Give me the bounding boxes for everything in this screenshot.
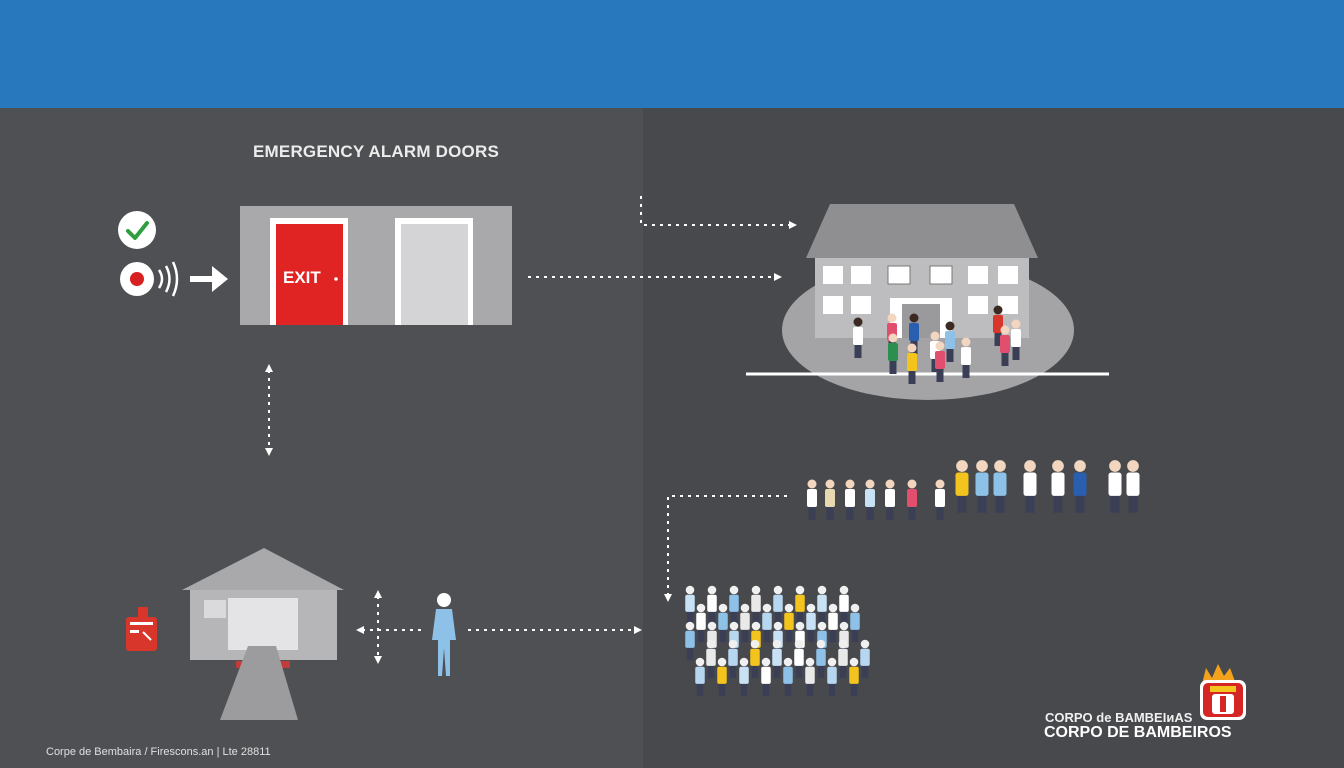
person-figure <box>783 657 793 697</box>
header-bar <box>0 0 1344 108</box>
person-figure <box>827 657 837 697</box>
person-figure <box>935 479 945 520</box>
fire-extinguisher-icon <box>126 607 157 651</box>
person-figure <box>706 639 716 679</box>
person-figure <box>718 603 728 643</box>
people-at-building <box>853 305 1021 384</box>
person-figure <box>717 657 727 697</box>
person-figure <box>1126 460 1140 513</box>
person-figure <box>1000 325 1010 366</box>
person-figure <box>794 639 804 679</box>
person-figure <box>945 321 955 362</box>
person-figure <box>695 657 705 697</box>
arrow-right-icon <box>190 266 228 292</box>
person-figure <box>993 305 1003 346</box>
person-figure <box>993 460 1007 513</box>
footer-credit: Corpe de Bembaira / Firescons.an | Lte 2… <box>46 746 271 758</box>
person-figure <box>907 343 917 384</box>
person-figure <box>955 460 969 513</box>
person-figure <box>772 639 782 679</box>
person-figure <box>685 585 695 625</box>
person-figure <box>907 479 917 520</box>
person-figure <box>839 585 849 625</box>
check-icon <box>118 211 156 249</box>
exit-door <box>276 224 343 325</box>
person-figure <box>739 657 749 697</box>
people-queue <box>807 460 1140 520</box>
assembly-building <box>746 204 1109 400</box>
person-figure <box>707 585 717 625</box>
person-figure <box>761 657 771 697</box>
person-figure <box>805 657 815 697</box>
alarm-door-panel <box>240 206 512 325</box>
brand-subtitle: CORPO de BAMBEIиAS <box>1045 710 1193 725</box>
person-figure <box>935 341 945 382</box>
regular-door <box>401 224 468 325</box>
person-figure <box>728 639 738 679</box>
person-figure <box>865 479 875 520</box>
person-figure <box>845 479 855 520</box>
person-figure <box>850 603 860 643</box>
person-figure <box>849 657 859 697</box>
person-figure <box>860 639 870 679</box>
person-figure <box>1073 460 1087 513</box>
person-figure <box>885 479 895 520</box>
person-figure <box>773 585 783 625</box>
person-figure <box>1108 460 1122 513</box>
brand-title: CORPO DE BAMBEIROS <box>1044 724 1232 741</box>
person-figure <box>817 585 827 625</box>
flow-connectors <box>265 196 797 664</box>
person-figure <box>838 639 848 679</box>
fire-brigade-emblem-icon <box>1200 664 1246 720</box>
person-figure <box>1051 460 1065 513</box>
person-figure <box>685 621 695 661</box>
people-crowd <box>685 585 870 697</box>
person-figure <box>825 479 835 520</box>
person-figure <box>751 585 761 625</box>
page-title: EMERGENCY ALARM DOORS <box>253 142 499 161</box>
alarm-sound-icon <box>120 261 179 297</box>
person-figure <box>750 639 760 679</box>
evacuee-figure <box>432 593 456 676</box>
person-figure <box>795 585 805 625</box>
person-figure <box>975 460 989 513</box>
person-figure <box>807 479 817 520</box>
origin-house <box>182 548 344 720</box>
person-figure <box>740 603 750 643</box>
person-figure <box>806 603 816 643</box>
person-figure <box>816 639 826 679</box>
person-figure <box>888 333 898 374</box>
person-figure <box>853 317 863 358</box>
person-figure <box>729 585 739 625</box>
person-figure <box>961 337 971 378</box>
person-figure <box>828 603 838 643</box>
person-figure <box>1023 460 1037 513</box>
person-figure <box>696 603 706 643</box>
person-figure <box>1011 319 1021 360</box>
person-figure <box>784 603 794 643</box>
person-figure <box>762 603 772 643</box>
exit-sign: EXIT <box>283 268 321 287</box>
